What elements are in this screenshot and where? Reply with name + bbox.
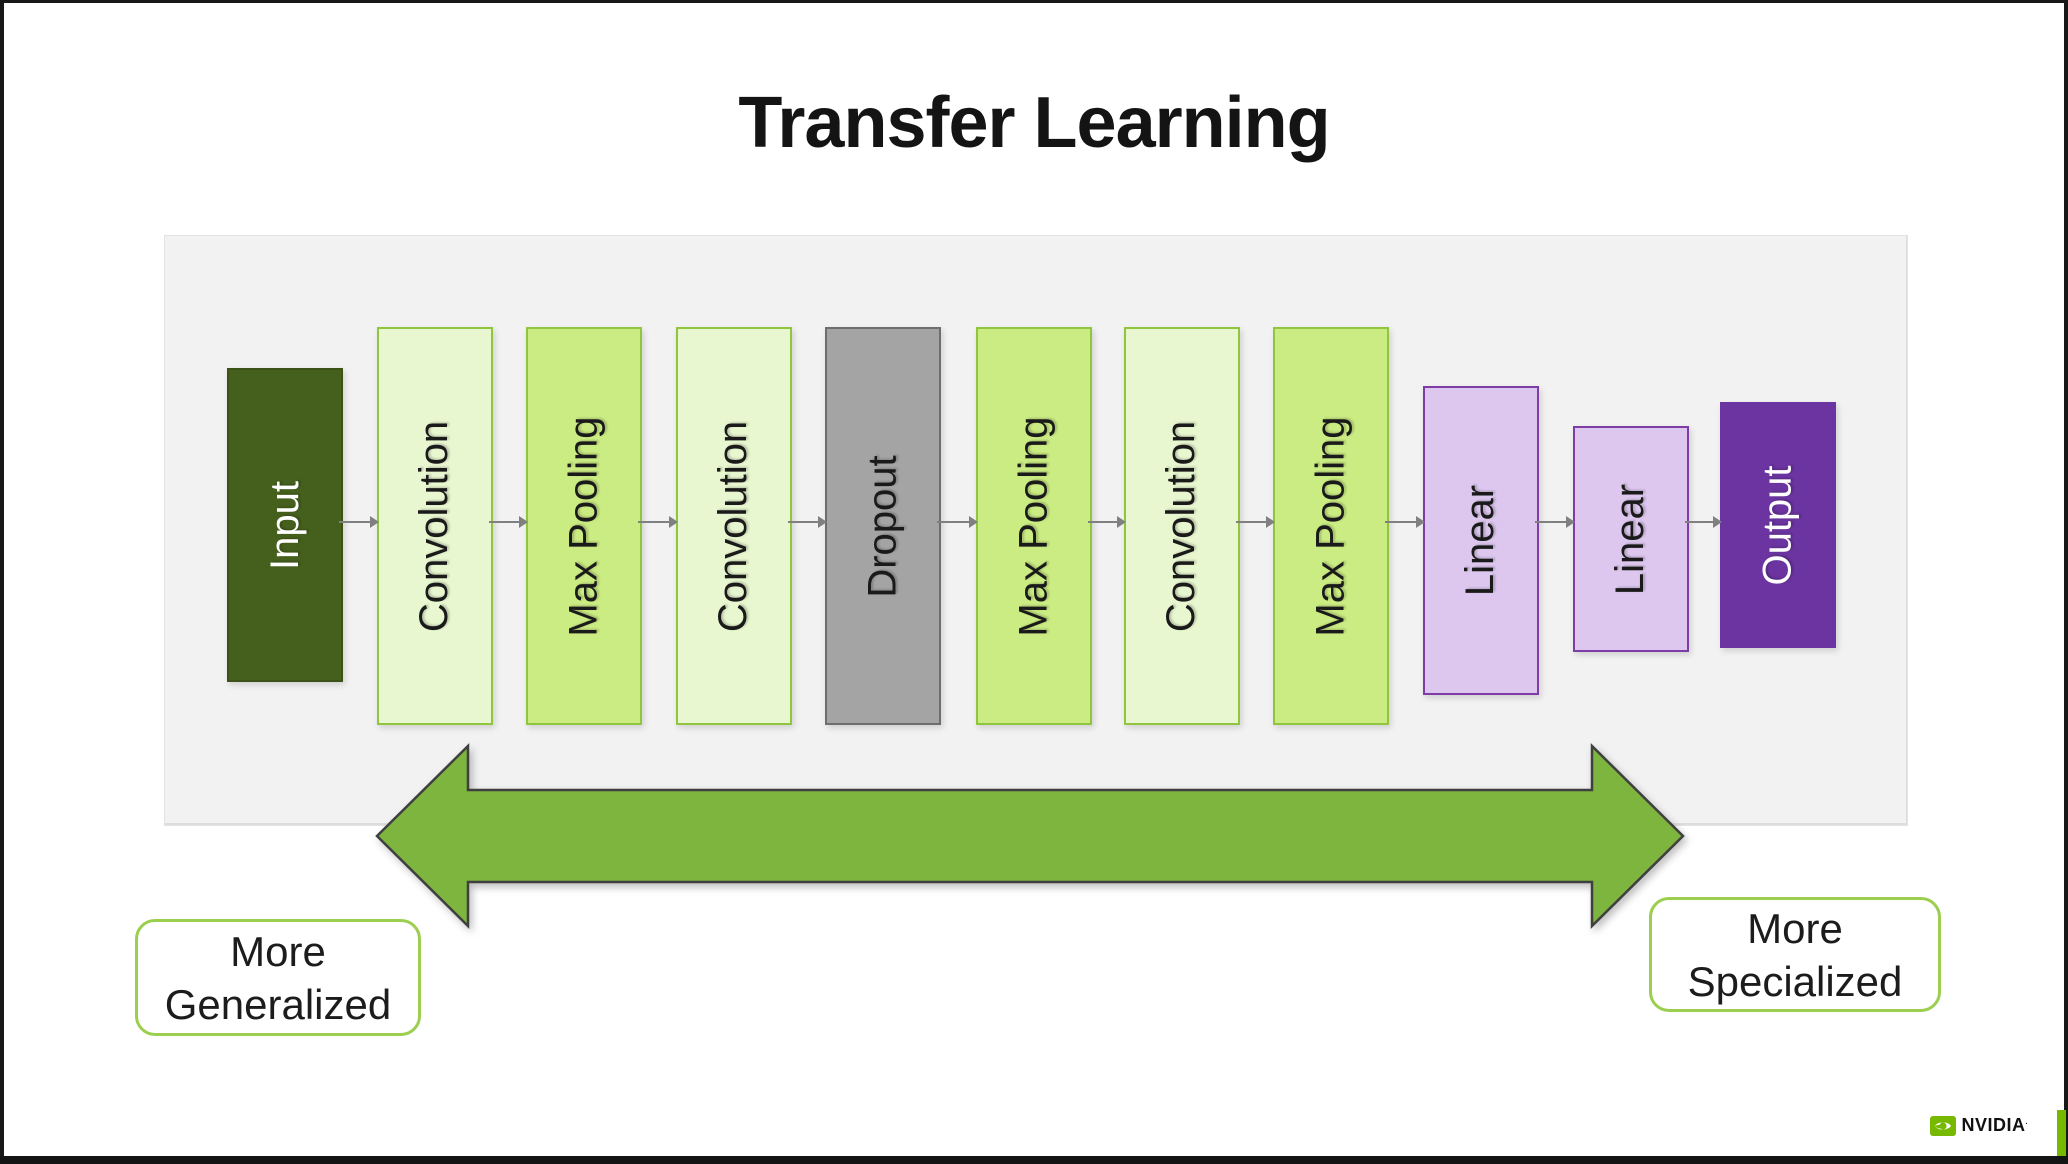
connector-arrowhead: [969, 516, 978, 528]
page-title: Transfer Learning: [738, 83, 1330, 163]
node-linear-1: Linear: [1423, 386, 1539, 695]
connector-arrow-1: [339, 516, 379, 528]
more-generalized-line1: More: [230, 927, 326, 975]
node-convolution-2: Convolution: [676, 327, 792, 725]
node-max-pooling-1: Max Pooling: [526, 327, 642, 725]
slide-border-left: [0, 0, 4, 1164]
node-linear-2: Linear: [1573, 426, 1689, 652]
node-max-pooling-3: Max Pooling: [1273, 327, 1389, 725]
node-label-output: Output: [1755, 464, 1800, 586]
slide-border-top: [0, 0, 2068, 3]
node-convolution-3: Convolution: [1124, 327, 1240, 725]
node-label-dropout: Dropout: [860, 454, 905, 598]
connector-arrow-10: [1685, 516, 1722, 528]
label-more-specialized: More Specialized: [1649, 897, 1941, 1012]
more-specialized-line1: More: [1747, 904, 1843, 952]
connector-arrowhead: [1117, 516, 1126, 528]
node-label-max-pooling-3: Max Pooling: [1308, 415, 1353, 637]
node-convolution-1: Convolution: [377, 327, 493, 725]
node-label-input: Input: [262, 480, 307, 570]
more-specialized-line2: Specialized: [1687, 957, 1903, 1005]
node-label-convolution-1: Convolution: [412, 420, 457, 632]
node-label-linear-1: Linear: [1458, 484, 1503, 597]
registered-mark: .: [2025, 1119, 2028, 1126]
connector-arrowhead: [1266, 516, 1275, 528]
connector-arrowhead: [818, 516, 827, 528]
node-label-convolution-2: Convolution: [711, 420, 756, 632]
node-dropout: Dropout: [825, 327, 941, 725]
slide-border-right: [2064, 0, 2068, 1164]
connector-arrow-5: [937, 516, 978, 528]
connector-arrow-8: [1385, 516, 1425, 528]
connector-arrow-2: [489, 516, 528, 528]
connector-arrowhead: [1713, 516, 1722, 528]
connector-arrowhead: [370, 516, 379, 528]
node-input: Input: [227, 368, 343, 682]
connector-arrowhead: [519, 516, 528, 528]
node-label-convolution-3: Convolution: [1159, 420, 1204, 632]
connector-arrow-3: [638, 516, 678, 528]
connector-arrowhead: [669, 516, 678, 528]
node-max-pooling-2: Max Pooling: [976, 327, 1092, 725]
node-label-max-pooling-2: Max Pooling: [1011, 415, 1056, 637]
connector-arrow-4: [788, 516, 827, 528]
nvidia-eye-icon: [1929, 1115, 1956, 1136]
node-output: Output: [1720, 402, 1836, 648]
connector-arrowhead: [1566, 516, 1575, 528]
green-accent-bar: [2057, 1110, 2066, 1156]
connector-arrow-6: [1088, 516, 1126, 528]
node-label-linear-2: Linear: [1608, 483, 1653, 595]
nvidia-wordmark: NVIDIA.: [1961, 1115, 2028, 1135]
bottom-black-bar: [0, 1156, 2068, 1164]
node-label-max-pooling-1: Max Pooling: [561, 415, 606, 637]
more-generalized-line2: Generalized: [164, 980, 392, 1028]
connector-arrow-7: [1236, 516, 1275, 528]
nvidia-logo: NVIDIA.: [1929, 1115, 2028, 1136]
connector-arrowhead: [1416, 516, 1425, 528]
label-more-generalized: More Generalized: [135, 919, 421, 1036]
connector-arrow-9: [1535, 516, 1575, 528]
